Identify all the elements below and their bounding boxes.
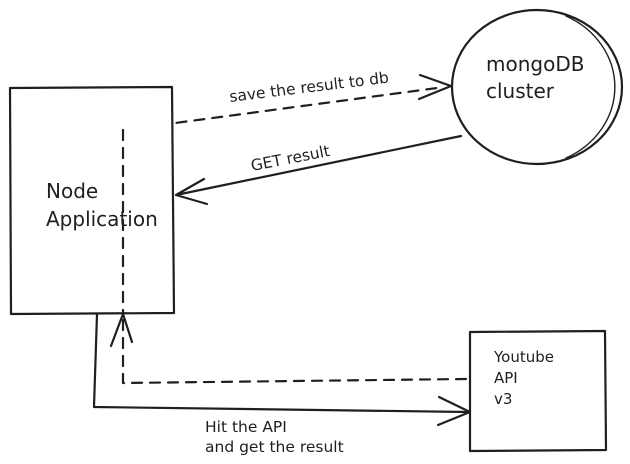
- mongodb-cluster-circle: mongoDB cluster: [450, 8, 624, 166]
- get-result-line: [174, 134, 463, 197]
- edge-label-save-result: save the result to db: [228, 69, 390, 106]
- edge-label-get-result: GET result: [249, 142, 331, 175]
- youtube-api-rect: [468, 329, 608, 453]
- node-application-rect: [8, 85, 176, 316]
- node-application-label-line-2: Application: [46, 207, 158, 231]
- edge-label-hit-api-line-2: and get the result: [205, 438, 344, 456]
- mongodb-label-line-1: mongoDB: [486, 52, 584, 76]
- arrowhead-right-icon: [417, 73, 453, 101]
- hit-api-line: [92, 312, 470, 414]
- node-application-label-line-1: Node: [46, 179, 98, 203]
- youtube-api-label-line-2: API: [494, 369, 518, 387]
- arrowhead-left-icon: [174, 177, 209, 206]
- edge-hit-api: Hit the API and get the result: [92, 312, 472, 456]
- mongodb-label-line-2: cluster: [486, 79, 555, 103]
- youtube-api-label-line-3: v3: [494, 390, 512, 408]
- node-application-box: Node Application: [8, 85, 176, 316]
- mongodb-ellipse: [450, 8, 624, 166]
- mongodb-ellipse-sketch-overdraw: [565, 15, 616, 159]
- edge-label-hit-api-line-1: Hit the API: [205, 418, 287, 436]
- edge-get-result: GET result: [174, 134, 463, 206]
- youtube-api-label-line-1: Youtube: [493, 348, 554, 366]
- arrowhead-up-icon: [109, 312, 134, 348]
- youtube-api-box: Youtube API v3: [468, 329, 608, 453]
